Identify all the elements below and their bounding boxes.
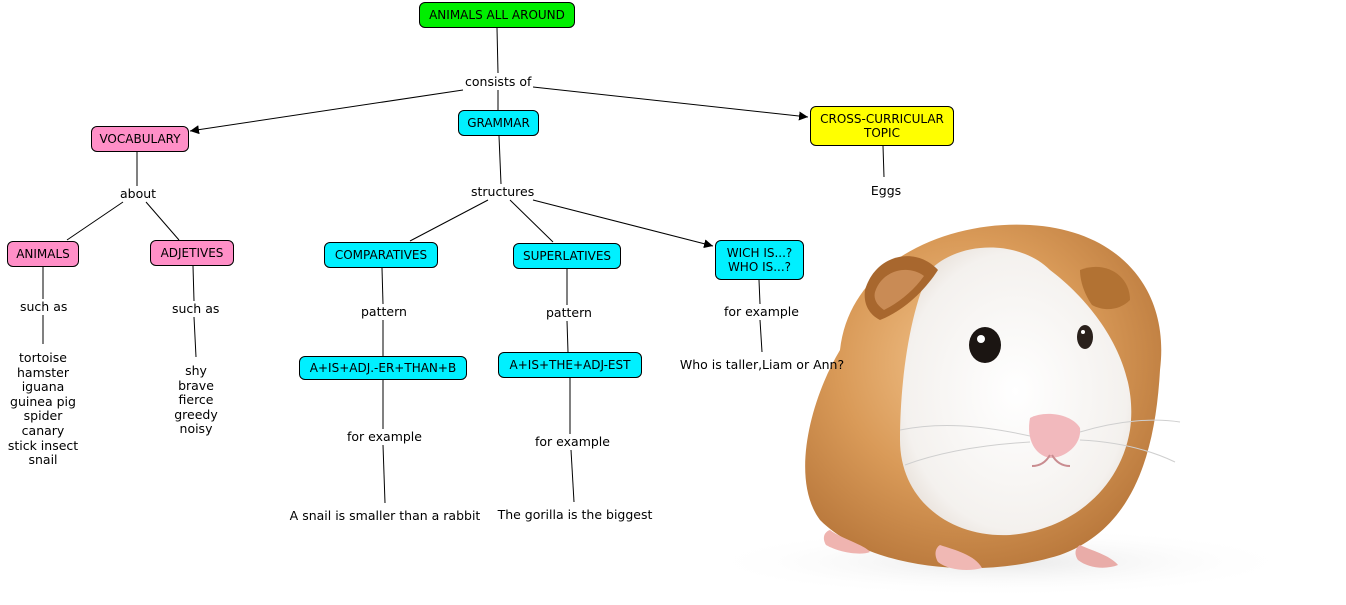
cross-curricular-node[interactable]: CROSS-CURRICULAR TOPIC <box>810 106 954 146</box>
root-node[interactable]: ANIMALS ALL AROUND <box>419 2 575 28</box>
link-wich-is-for-example: for example <box>722 304 801 319</box>
animals-node[interactable]: ANIMALS <box>7 241 79 267</box>
link-comparatives-for-example: for example <box>345 429 424 444</box>
cross-example-eggs: Eggs <box>870 183 902 198</box>
link-superlatives-for-example: for example <box>533 434 612 449</box>
superlatives-example: The gorilla is the biggest <box>497 507 653 522</box>
vocabulary-node[interactable]: VOCABULARY <box>91 126 189 152</box>
animals-examples-list: tortoise hamster iguana guinea pig spide… <box>7 350 79 468</box>
superlatives-node[interactable]: SUPERLATIVES <box>513 243 621 269</box>
wich-is-node[interactable]: WICH IS...? WHO IS...? <box>715 240 804 280</box>
link-animals-such-as: such as <box>18 299 70 314</box>
comparatives-example: A snail is smaller than a rabbit <box>289 508 481 523</box>
adjetives-node[interactable]: ADJETIVES <box>150 240 234 266</box>
link-superlatives-pattern: pattern <box>544 305 594 320</box>
link-consists-of: consists of <box>463 74 534 89</box>
guinea-pig-image <box>700 224 1300 597</box>
wich-is-example: Who is taller,Liam or Ann? <box>679 357 845 372</box>
comparatives-pattern-node[interactable]: A+IS+ADJ.-ER+THAN+B <box>299 356 467 380</box>
superlatives-pattern-node[interactable]: A+IS+THE+ADJ-EST <box>498 352 642 378</box>
adjetives-examples-list: shy brave fierce greedy noisy <box>174 363 218 437</box>
grammar-node[interactable]: GRAMMAR <box>458 110 539 136</box>
link-comparatives-pattern: pattern <box>359 304 409 319</box>
comparatives-node[interactable]: COMPARATIVES <box>324 242 438 268</box>
link-structures: structures <box>469 184 537 199</box>
link-adjetives-such-as: such as <box>170 301 222 316</box>
link-about: about <box>118 186 159 201</box>
